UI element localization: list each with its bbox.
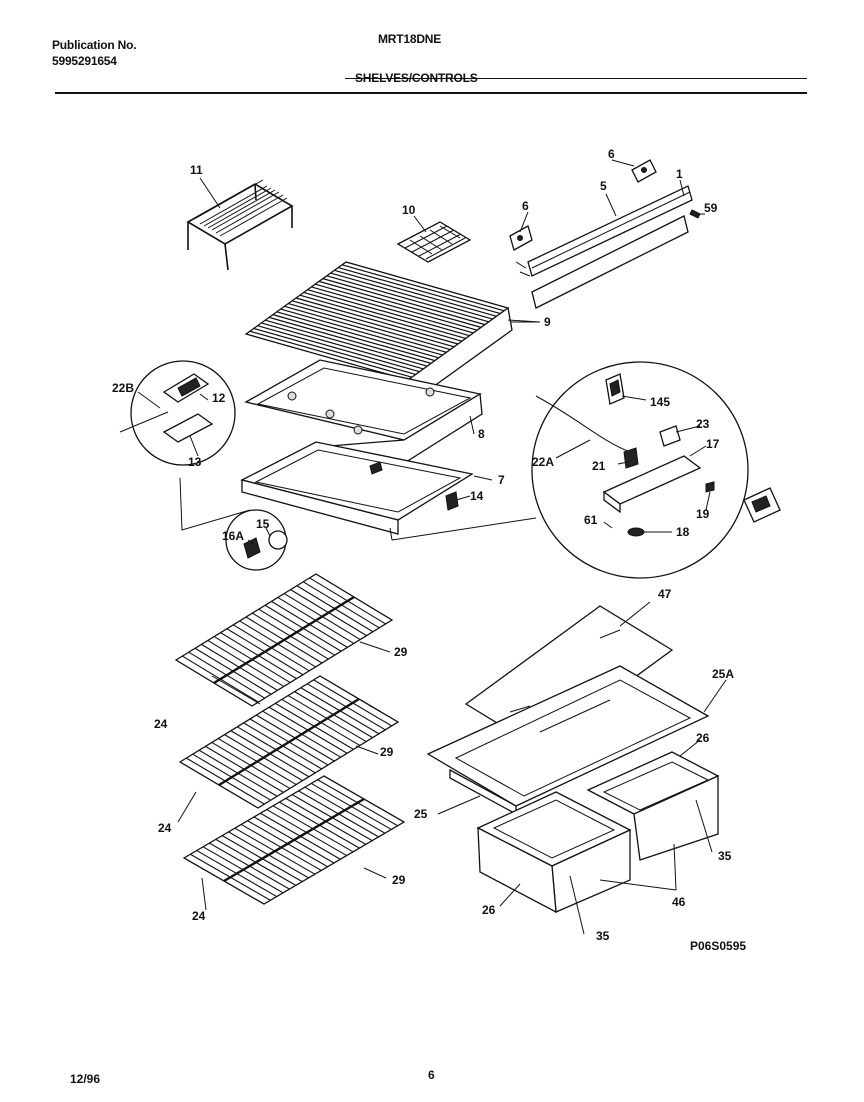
callout-11: 11 [190,163,203,177]
shelf-rib [272,314,436,362]
callout-61: 61 [584,513,598,527]
page-number: 6 [428,1068,435,1082]
callout-10: 10 [402,203,416,217]
shelf-rib [257,325,420,373]
wire-shelf-middle [178,675,400,809]
callout-35: 35 [596,929,610,943]
callout-labels: 11 10 6 6 5 1 59 9 22B 12 13 8 7 14 15 1… [112,147,734,943]
callout-12: 12 [212,391,226,405]
shelf-rib [280,308,443,356]
title-rule [345,78,807,79]
shelf-rib [218,697,360,787]
bracket-part [509,159,657,251]
callout-47: 47 [658,587,672,601]
shelf-rib [291,300,455,348]
detail-inset-right [531,361,781,579]
tray-part [240,441,474,535]
inset-leader-lines [179,477,537,541]
shelf-rib [268,316,432,364]
callout-13: 13 [188,455,202,469]
callout-6: 6 [522,199,529,213]
callout-leaders [137,159,727,935]
rail-part [515,185,701,309]
callout-7: 7 [498,473,505,487]
shelf-rib [311,286,474,334]
header-rule [55,92,807,94]
callout-25a: 25A [712,667,734,681]
wire-rack-part [186,179,294,271]
callout-14: 14 [470,489,484,503]
callout-46: 46 [672,895,686,909]
crisper-cover-frame [426,665,710,816]
callout-25: 25 [414,807,428,821]
callout-22b: 22B [112,381,134,395]
callout-59: 59 [704,201,718,215]
callout-26: 26 [482,903,496,917]
clip-part [396,221,472,263]
shelf-rib [284,305,447,353]
callout-16a: 16A [222,529,244,543]
callout-8: 8 [478,427,485,441]
shelf-rib [213,595,355,685]
shelf-rib [276,311,439,359]
crisper-drawer-left [476,791,632,914]
callout-29: 29 [392,873,406,887]
shelf-rib [303,291,466,340]
publication-label: Publication No. [52,38,137,52]
shelf-rib [299,294,463,342]
shelf-rib [334,269,497,317]
shelf-frame-part [244,261,541,404]
shelf-rib [265,319,428,367]
shelf-rib [330,272,493,320]
shelf-rib [318,280,482,328]
wire-shelf-bottom [182,775,406,905]
callout-26: 26 [696,731,710,745]
shelf-rib [253,327,416,376]
callout-24: 24 [192,909,206,923]
callout-19: 19 [696,507,710,521]
detail-inset-small [225,509,288,571]
shelf-rib [315,283,478,331]
callout-29: 29 [380,745,394,759]
drawing-id: P06S0595 [690,939,746,953]
shelf-rib [261,322,424,370]
shelf-rib [338,266,501,315]
shelf-rib [223,797,365,883]
callout-1: 1 [676,167,683,181]
shelf-rib [341,264,505,312]
knob-part [445,491,459,511]
wire-shelf-top [174,573,394,707]
shelf-rib [288,302,451,351]
callout-18: 18 [676,525,690,539]
shelf-rib [322,278,486,326]
model-number: MRT18DNE [378,32,442,46]
shelf-rib [249,330,413,378]
shelf-rib [295,297,459,345]
callout-17: 17 [706,437,720,451]
shelf-rib [326,275,489,323]
callout-29: 29 [394,645,408,659]
crisper-drawer-right [586,751,720,861]
callout-35: 35 [718,849,732,863]
callout-6: 6 [608,147,615,161]
callout-145: 145 [650,395,670,409]
callout-5: 5 [600,179,607,193]
publication-number: 5995291654 [52,54,117,68]
callout-22a: 22A [532,455,554,469]
callout-9: 9 [544,315,551,329]
footer-date: 12/96 [70,1072,101,1086]
callout-23: 23 [696,417,710,431]
callout-21: 21 [592,459,606,473]
callout-24: 24 [158,821,172,835]
shelf-rib [307,289,470,337]
callout-15: 15 [256,517,270,531]
callout-24: 24 [154,717,168,731]
detail-inset-left [119,360,236,466]
